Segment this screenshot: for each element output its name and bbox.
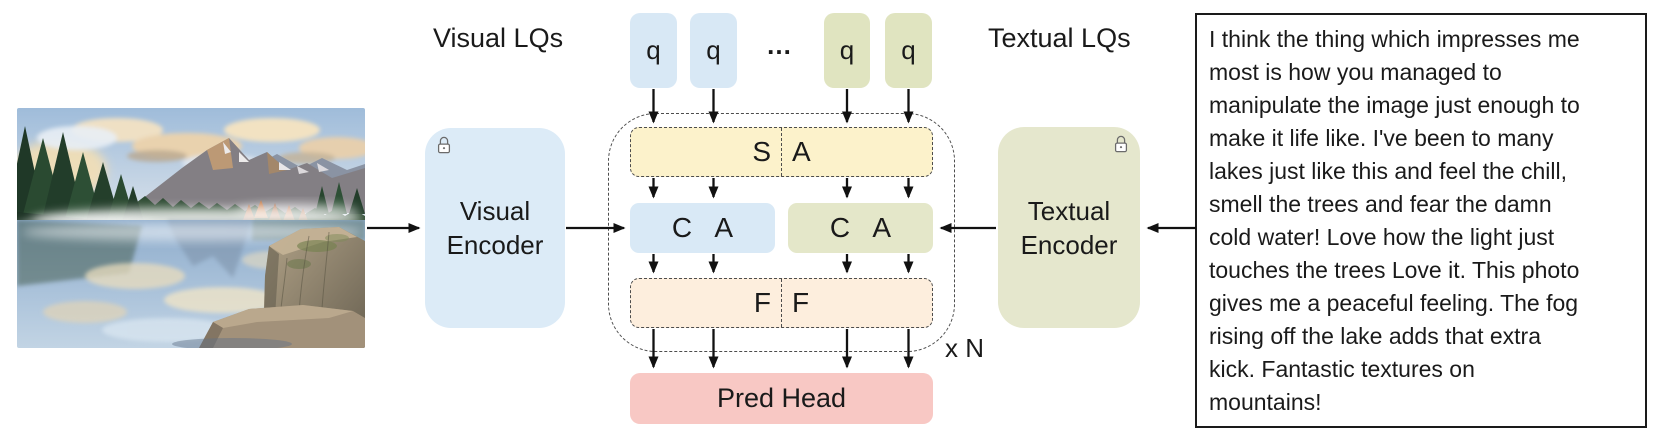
query-token-visual-1: q [630,13,677,88]
split-divider [781,128,782,176]
pred-head-block: Pred Head [630,373,933,424]
pred-head-label: Pred Head [716,383,847,413]
feed-forward-block: F F [630,278,933,328]
self-attention-block: S A [630,127,933,177]
self-attention-s-label: S [752,136,771,167]
self-attention-a-label: A [792,136,811,167]
cross-attention-textual-label: C A [829,212,892,243]
review-text-box: I think the thing which impresses me mos… [1195,13,1647,428]
split-divider [781,279,782,327]
repeat-count-label: x N [945,333,984,363]
query-token-visual-2: q [690,13,737,88]
textual-encoder-block: Textual Encoder [998,127,1140,328]
cross-attention-visual-block: C A [630,203,775,253]
visual-encoder-label-line1: Visual [459,196,531,226]
query-token-label: q [646,35,661,65]
query-token-label: q [706,35,721,65]
visual-lqs-label: Visual LQs [433,23,564,53]
lock-icon [1114,135,1128,153]
textual-encoder-label-line1: Textual [1027,195,1111,226]
textual-lqs-label: Textual LQs [988,23,1131,53]
decoder-stack-outline [608,113,955,352]
lake-photo [17,108,365,348]
queries-ellipsis: … [766,30,794,60]
lake-photo-illustration [17,108,365,348]
feed-forward-f1-label: F [753,287,771,318]
query-token-label: q [839,35,855,65]
cross-attention-textual-block: C A [788,203,933,253]
cross-attention-visual-label: C A [671,212,734,243]
query-token-textual-2: q [885,13,932,88]
query-token-label: q [901,35,916,65]
lock-icon [437,136,451,154]
query-token-textual-1: q [824,13,870,88]
feed-forward-f2-label: F [792,287,810,318]
visual-encoder-block: Visual Encoder [425,128,565,328]
textual-encoder-label-line2: Encoder [1020,229,1118,260]
visual-encoder-label-line2: Encoder [446,230,544,260]
